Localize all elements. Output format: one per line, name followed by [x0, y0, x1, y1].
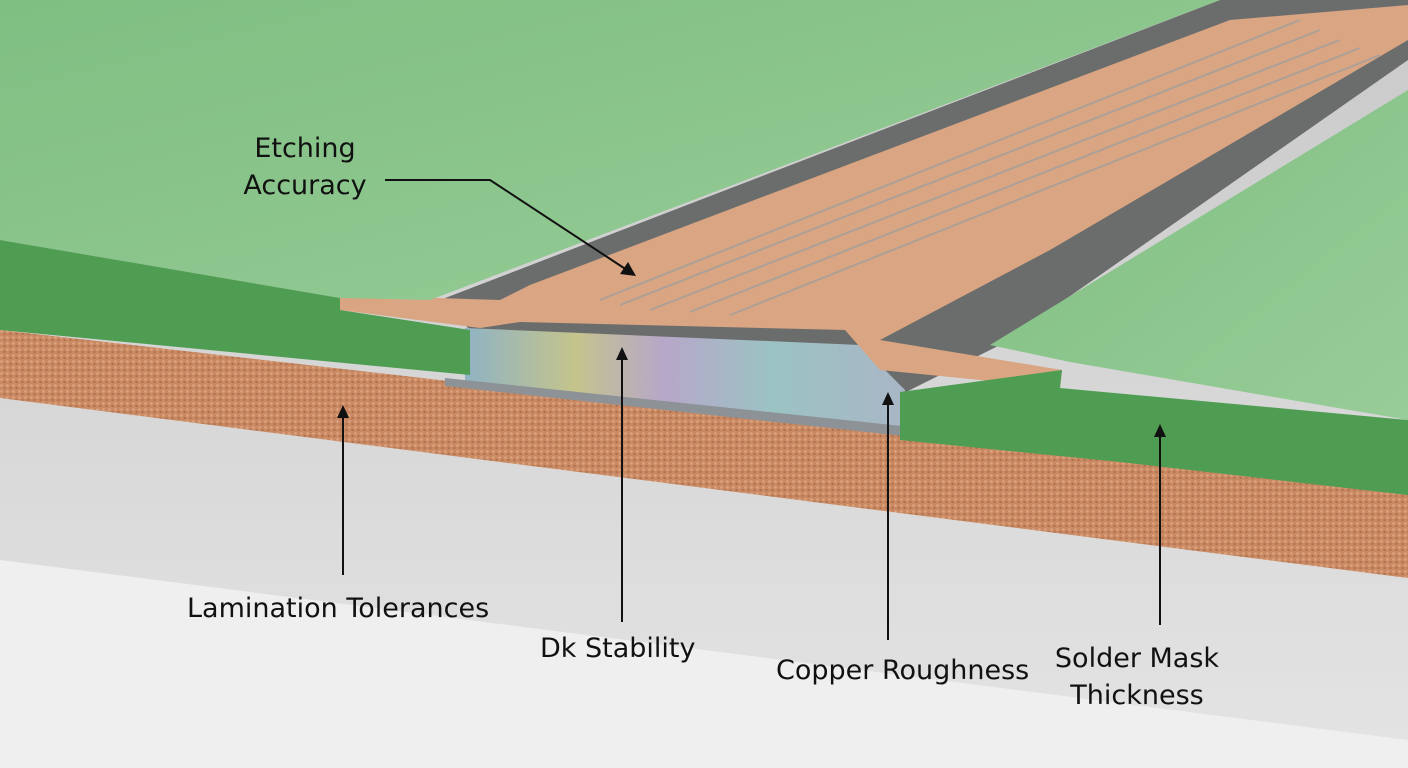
floor-highlight [0, 560, 1408, 768]
label-lamination-tolerances: Lamination Tolerances [187, 593, 490, 624]
solder-mask-right-face [900, 370, 1408, 495]
copper-arrowhead [882, 392, 894, 405]
dielectric [465, 328, 905, 435]
label-dk-stability: Dk Stability [540, 633, 696, 664]
trace-striations [599, 19, 1381, 316]
solder-mask-left-top [0, 0, 1220, 300]
label-copper-roughness: Copper Roughness [776, 655, 1030, 686]
etching-leader [385, 179, 631, 273]
label-etching-line1: Etching [254, 133, 356, 164]
leader-lines [342, 179, 1161, 640]
dk-arrowhead [616, 347, 628, 360]
arrowheads [337, 262, 1166, 437]
lamination-arrowhead [337, 405, 349, 418]
label-etching-line2: Accuracy [243, 170, 367, 201]
label-solder-line1: Solder Mask [1054, 643, 1220, 674]
solder-mask-left-face [0, 240, 470, 375]
solder-mask-right-top [990, 90, 1408, 420]
label-solder-mask-thickness: Solder Mask Thickness [1037, 640, 1237, 714]
solder-arrowhead [1154, 424, 1166, 437]
label-solder-line2: Thickness [1070, 680, 1204, 711]
copper-substrate [0, 330, 1408, 578]
label-etching-accuracy: Etching Accuracy [230, 130, 380, 204]
etching-arrowhead [620, 262, 636, 276]
dielectric-base [445, 378, 940, 440]
